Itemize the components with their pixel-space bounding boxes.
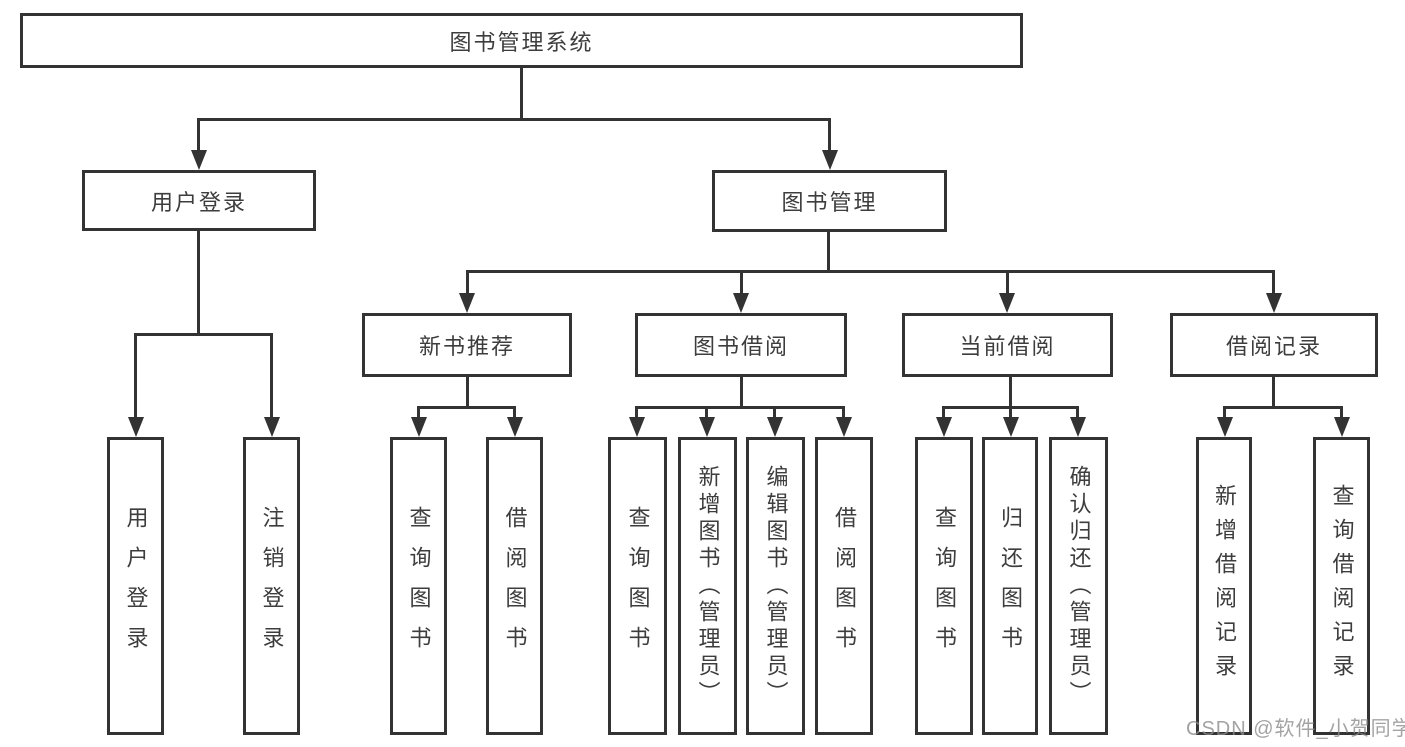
node-new-book-recommend-label: 新书推荐: [418, 334, 515, 359]
leaf-query-books-borrow: 查询图书: [608, 437, 667, 735]
connector-line: [1223, 406, 1342, 409]
node-user-login-label: 用户登录: [150, 189, 247, 215]
connector-line: [134, 333, 137, 419]
connector-line: [197, 118, 200, 153]
node-root: 图书管理系统: [20, 13, 1023, 68]
connector-line: [197, 118, 831, 121]
connector-line: [270, 333, 273, 419]
connector-line: [1076, 406, 1079, 420]
leaf-query-books-recommend-label: 查询图书: [406, 506, 432, 666]
arrowhead: [733, 293, 749, 313]
node-new-book-recommend: 新书推荐: [362, 313, 572, 377]
node-root-label: 图书管理系统: [449, 29, 594, 55]
node-user-login: 用户登录: [82, 170, 316, 231]
connector-line: [417, 406, 420, 420]
connector-line: [827, 232, 830, 272]
connector-line: [1006, 270, 1009, 295]
connector-line: [942, 406, 945, 420]
arrowhead: [1003, 417, 1019, 437]
leaf-user-login-label: 用户登录: [123, 506, 149, 666]
leaf-query-books-current-label: 查询图书: [932, 506, 957, 666]
leaf-edit-books-admin: 编辑图书（管理员）: [746, 437, 805, 735]
connector-line: [1272, 377, 1275, 409]
leaf-add-books-admin-label: 新增图书（管理员）: [695, 464, 721, 708]
leaf-query-books-recommend: 查询图书: [390, 437, 447, 735]
leaf-add-borrow-record: 新增借阅记录: [1196, 437, 1252, 735]
arrowhead: [767, 417, 783, 437]
connector-line: [842, 406, 845, 420]
arrowhead: [699, 417, 715, 437]
leaf-borrow-books: 借阅图书: [815, 437, 873, 735]
leaf-borrow-books-label: 借阅图书: [832, 506, 857, 666]
leaf-query-books-current: 查询图书: [915, 437, 973, 735]
connector-line: [828, 118, 831, 153]
connector-line: [1272, 270, 1275, 295]
arrowhead: [936, 417, 952, 437]
leaf-user-login: 用户登录: [107, 437, 164, 735]
arrowhead: [1217, 417, 1233, 437]
arrowhead: [629, 417, 645, 437]
arrowhead: [507, 417, 523, 437]
arrowhead: [822, 150, 838, 170]
connector-line: [705, 406, 708, 420]
connector-line: [1009, 406, 1012, 420]
connector-line: [635, 406, 845, 409]
leaf-add-borrow-record-label: 新增借阅记录: [1212, 484, 1237, 688]
connector-line: [197, 231, 200, 336]
csdn-watermark: CSDN @软件_小贺同学: [1186, 718, 1405, 740]
leaf-query-borrow-record-label: 查询借阅记录: [1329, 484, 1355, 688]
connector-line: [134, 333, 273, 336]
arrowhead: [1070, 417, 1086, 437]
connector-line: [520, 68, 523, 121]
node-book-management-label: 图书管理: [781, 190, 878, 215]
connector-line: [773, 406, 776, 420]
node-current-borrow: 当前借阅: [902, 313, 1113, 377]
connector-line: [513, 406, 516, 420]
connector-line: [635, 406, 638, 420]
leaf-borrow-books-recommend: 借阅图书: [486, 437, 543, 735]
arrowhead: [1334, 417, 1350, 437]
connector-line: [466, 377, 469, 409]
leaf-return-books: 归还图书: [982, 437, 1038, 735]
node-book-management: 图书管理: [712, 170, 947, 232]
connector-line: [1009, 377, 1012, 409]
arrowhead: [836, 417, 852, 437]
node-book-borrow-label: 图书借阅: [692, 334, 789, 359]
connector-line: [466, 270, 1275, 273]
arrowhead: [459, 293, 475, 313]
connector-line: [1340, 406, 1343, 420]
leaf-query-books-borrow-label: 查询图书: [625, 506, 651, 666]
arrowhead: [1266, 293, 1282, 313]
connector-line: [417, 406, 516, 409]
leaf-confirm-return-admin: 确认归还（管理员）: [1049, 437, 1108, 735]
connector-line: [740, 377, 743, 409]
arrowhead: [411, 417, 427, 437]
node-current-borrow-label: 当前借阅: [959, 334, 1056, 359]
leaf-confirm-return-admin-label: 确认归还（管理员）: [1066, 464, 1092, 708]
leaf-add-books-admin: 新增图书（管理员）: [678, 437, 737, 735]
arrowhead: [191, 150, 207, 170]
leaf-logout-label: 注销登录: [259, 506, 285, 666]
node-borrow-record: 借阅记录: [1170, 313, 1378, 377]
leaf-logout: 注销登录: [243, 437, 300, 735]
leaf-return-books-label: 归还图书: [998, 506, 1023, 666]
leaf-query-borrow-record: 查询借阅记录: [1313, 437, 1370, 735]
arrowhead: [999, 293, 1015, 313]
node-book-borrow: 图书借阅: [635, 313, 847, 377]
connector-line: [1223, 406, 1226, 420]
node-borrow-record-label: 借阅记录: [1225, 334, 1322, 359]
leaf-borrow-books-recommend-label: 借阅图书: [502, 506, 528, 666]
arrowhead: [264, 417, 280, 437]
connector-line: [466, 270, 469, 295]
arrowhead: [128, 417, 144, 437]
connector-line: [740, 270, 743, 295]
leaf-edit-books-admin-label: 编辑图书（管理员）: [763, 464, 789, 708]
